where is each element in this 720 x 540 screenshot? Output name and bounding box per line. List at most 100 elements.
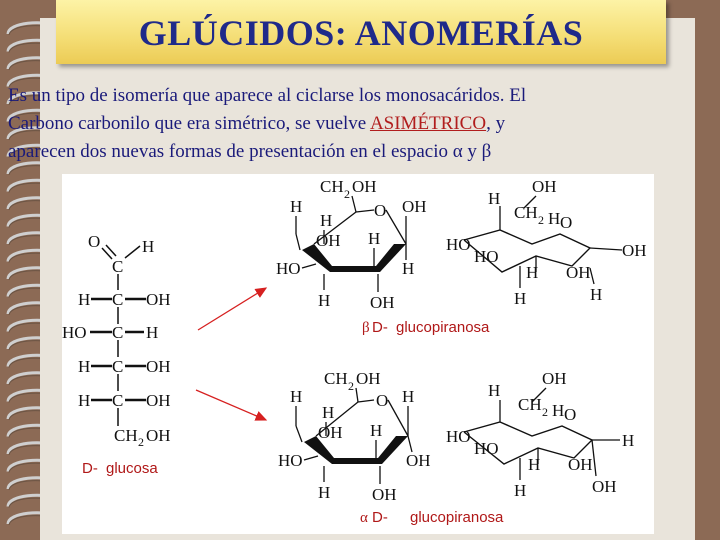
beta-c1-oh: OH [402,197,427,216]
beta-c3-h: H [368,229,380,248]
aldehyde-o: O [88,232,100,251]
intro-line-2: Carbono carbonilo que era simétrico, se … [8,110,708,138]
alpha-ring-c5-o [357,399,375,403]
achair-ho-1: HO [446,427,471,446]
beta-c5-h: H [290,197,302,216]
bchair-bottom-h-1: H [514,289,526,308]
c2-oh: OH [146,290,171,309]
alpha-c4-h: H [322,403,334,422]
beta-c1-h: H [402,259,414,278]
achair-c1-h: H [622,431,634,450]
achair-ch: CH [518,395,542,414]
asimetrico-highlight: ASIMÉTRICO [369,113,487,134]
caption-alpha-d: D- [372,509,388,526]
c4-oh: OH [146,357,171,376]
caption-beta-symbol: β [362,320,370,336]
alpha-bottom-h: H [318,483,330,502]
ch-bond [124,245,141,259]
bchair-ch: CH [514,203,538,222]
c5: C [112,391,123,410]
alpha-ring-o-c1 [387,399,409,437]
c6-oh: OH [146,426,171,445]
c2: C [112,290,123,309]
alpha-c4-oh: OH [318,423,343,442]
caption-alpha-symbol: α [360,510,368,526]
intro-line-2-start: Carbono carbonilo que era simétrico, se … [8,113,370,134]
achair-c1-oh-bond [591,439,597,477]
alpha-c1-oh-bond [407,435,413,453]
bchair-ho-2: HO [474,247,499,266]
beta-ring-c5-c4 [313,211,357,245]
alpha-c1-h: H [402,387,414,406]
co-bond-1 [101,247,113,260]
c5-oh: OH [146,391,171,410]
anomer-diagram: O H C H C OH HO C H H [62,177,647,526]
beta-c2-oh: OH [370,293,395,312]
alpha-c5-h: H [290,387,302,406]
caption-d-glucosa-prefix: D- [82,460,98,477]
caption-beta-glucopiranosa: glucopiranosa [396,319,490,336]
c4: C [112,357,123,376]
intro-line-3: aparecen dos nuevas formas de presentaci… [8,141,492,162]
c3-h: H [146,323,158,342]
bchair-h-mid: H [526,263,538,282]
beta-sub2: 2 [344,187,350,201]
beta-c4-oh: OH [316,231,341,250]
alpha-ch2-oh: OH [356,369,381,388]
aldehyde-h: H [142,237,154,256]
c3: C [112,323,123,342]
bchair-bottom-h-2: H [590,285,602,304]
arrow-to-beta [197,287,268,331]
co-bond-2 [105,244,117,257]
alpha-c5-bond [295,425,303,443]
bchair-top-h: H [488,189,500,208]
c3-ho: HO [62,323,87,342]
bchair-c1-oh: OH [622,241,647,260]
c6-sub2: 2 [138,435,144,449]
beta-chair: OH H CH 2 H O HO HO OH H OH H H [446,177,647,308]
achair-top-h: H [488,381,500,400]
beta-c4-h: H [320,211,332,230]
arrow-to-alpha [195,389,268,421]
beta-c3-bottom-h: H [318,291,330,310]
page-title: GLÚCIDOS: ANOMERÍAS [138,13,584,53]
bchair-top-oh: OH [532,177,557,196]
beta-ring-o-c1 [385,209,407,245]
intro-line-1: Es un tipo de isomería que aparece al ci… [8,85,527,106]
achair-ho-2: HO [474,439,499,458]
intro-line-2-end: , y [486,113,506,134]
caption-beta-d: D- [372,319,388,336]
achair-c1-oh: OH [592,477,617,496]
beta-c4-ho: HO [276,259,301,278]
beta-haworth: CH 2 OH O H H OH HO H OH [276,177,490,336]
alpha-ring-c5-c4 [315,401,359,437]
bchair-sub2: 2 [538,213,544,227]
alpha-chair: OH H CH 2 H O HO HO H H OH H OH [446,369,634,500]
intro-text: Es un tipo de isomería que aparece al ci… [8,82,708,166]
c6-ch: CH [114,426,138,445]
bchair-bottom-bond-2 [589,267,595,285]
achair-h-ring: H [552,401,564,420]
alpha-c4-ho: HO [278,451,303,470]
alpha-c1-oh: OH [406,451,431,470]
alpha-ch2-bond [355,387,359,403]
alpha-sub2: 2 [348,379,354,393]
achair-bottom-h: H [514,481,526,500]
caption-glucosa: glucosa [106,460,158,477]
bchair-ho-1: HO [446,235,471,254]
alpha-c2-oh: OH [372,485,397,504]
alpha-haworth: CH 2 OH O H H OH HO H H [278,369,504,526]
achair-h-mid: H [528,455,540,474]
c4-h: H [78,357,90,376]
bchair-h-ring: H [548,209,560,228]
alpha-ring-o: O [376,391,388,410]
c1: C [112,257,123,276]
bchair-ring-o: O [560,213,572,232]
bchair-ch2-bond [523,195,537,209]
beta-ring-c5-o [355,209,375,213]
achair-c2-oh: OH [568,455,593,474]
title-banner [56,0,666,64]
beta-c5-bond [295,233,301,251]
bchair-c1-oh-bond [589,247,623,251]
achair-ch2-bond [531,387,547,403]
